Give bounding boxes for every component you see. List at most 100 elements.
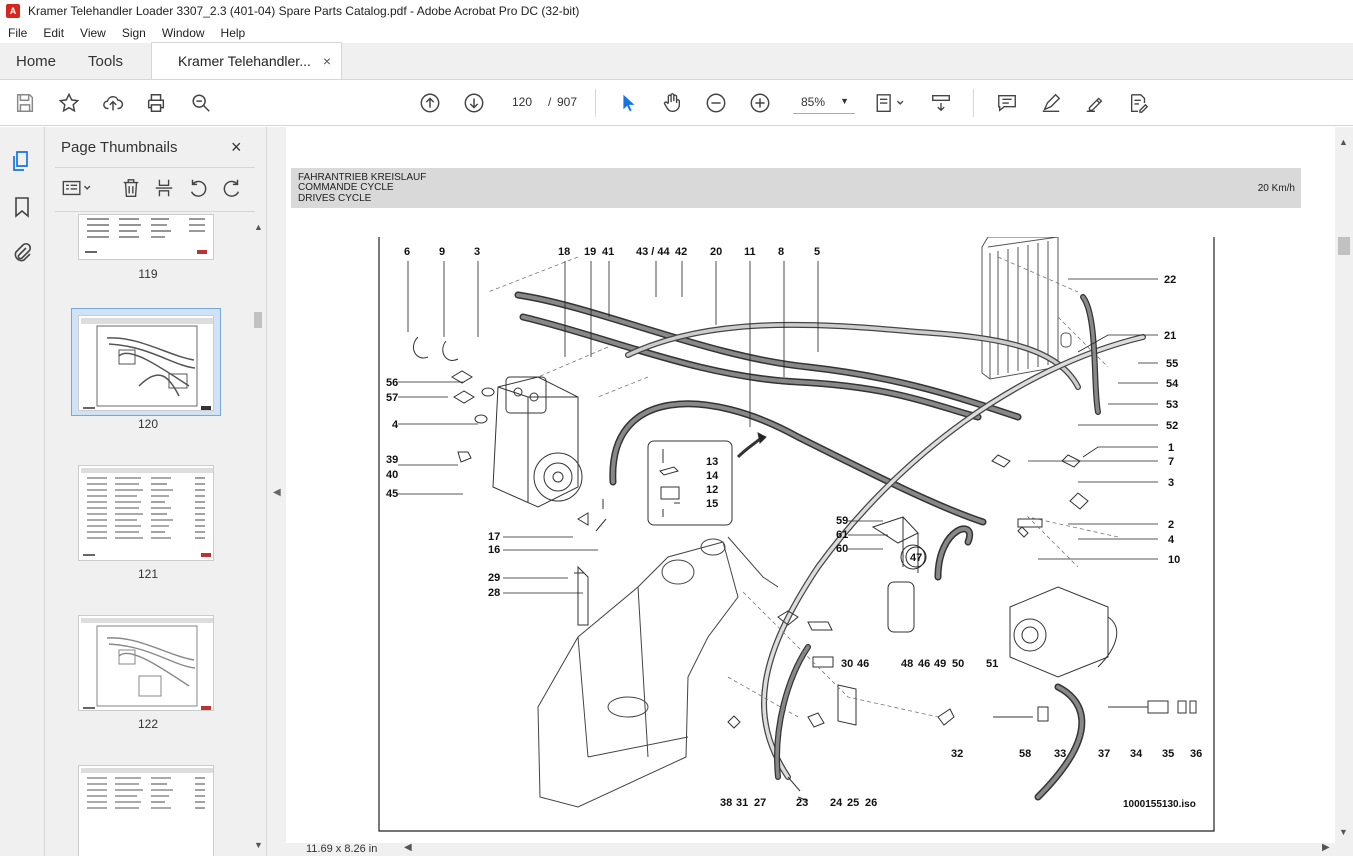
callout-label: 16 bbox=[488, 544, 500, 556]
callout-label: 61 bbox=[836, 529, 848, 541]
comment-icon[interactable] bbox=[995, 91, 1019, 115]
scroll-down-icon[interactable]: ▼ bbox=[254, 840, 263, 850]
callout-label: 11 bbox=[744, 246, 756, 258]
hand-tool-icon[interactable] bbox=[660, 91, 684, 115]
callout-label: 30 bbox=[841, 658, 853, 670]
document-scroll-thumb[interactable] bbox=[1338, 237, 1350, 255]
thumbnails-panel: Page Thumbnails × bbox=[45, 127, 266, 856]
document-view[interactable]: FAHRANTRIEB KREISLAUF COMMANDE CYCLE DRI… bbox=[286, 127, 1335, 843]
scroll-right-icon[interactable]: ▶ bbox=[1322, 842, 1330, 853]
menu-file[interactable]: File bbox=[8, 25, 28, 40]
hydraulic-tank-drawing bbox=[537, 536, 779, 808]
menu-window[interactable]: Window bbox=[161, 25, 205, 40]
main-toolbar bbox=[0, 80, 1353, 126]
thumbnail-page-120[interactable] bbox=[78, 315, 214, 411]
menu-edit[interactable]: Edit bbox=[43, 25, 65, 40]
callout-label: 34 bbox=[1130, 748, 1143, 760]
extract-pages-icon[interactable] bbox=[153, 177, 177, 201]
save-icon[interactable] bbox=[13, 91, 37, 115]
zoom-search-icon[interactable] bbox=[189, 91, 213, 115]
callout-label: 3 bbox=[1168, 477, 1174, 489]
collapse-panel-icon[interactable]: ◀ bbox=[273, 487, 281, 498]
thumbnail-page-123[interactable] bbox=[78, 765, 214, 856]
menu-help[interactable]: Help bbox=[220, 25, 246, 40]
tab-home[interactable]: Home bbox=[16, 52, 57, 70]
callout-label: 58 bbox=[1019, 748, 1031, 760]
callout-label: 53 bbox=[1166, 399, 1178, 411]
callout-label: 12 bbox=[706, 484, 718, 496]
scroll-up-icon[interactable]: ▲ bbox=[254, 222, 263, 232]
callout-label: 40 bbox=[386, 469, 398, 481]
callout-label: 33 bbox=[1054, 748, 1066, 760]
page-thumbnails-icon[interactable] bbox=[10, 149, 34, 173]
callout-leaders bbox=[398, 261, 1158, 594]
callout-label: 6 bbox=[404, 246, 410, 258]
menu-view[interactable]: View bbox=[80, 25, 106, 40]
thumbnail-options-icon[interactable] bbox=[61, 177, 97, 201]
document-scrollbar[interactable]: ▲ ▼ bbox=[1335, 127, 1353, 843]
print-icon[interactable] bbox=[144, 91, 168, 115]
thumbnail-page-122[interactable] bbox=[78, 615, 214, 711]
scroll-mode-icon[interactable] bbox=[929, 91, 953, 115]
panel-divider bbox=[55, 167, 255, 168]
tab-close-icon[interactable]: × bbox=[322, 53, 332, 69]
callout-label: 37 bbox=[1098, 748, 1110, 760]
callout-label: 43 / 44 bbox=[636, 246, 671, 258]
menu-bar: File Edit View Sign Window Help bbox=[0, 22, 1353, 43]
callout-label: 41 bbox=[602, 246, 614, 258]
panel-divider bbox=[55, 211, 255, 212]
callout-label: 46 bbox=[918, 658, 930, 670]
tab-document[interactable]: Kramer Telehandler... × bbox=[151, 42, 343, 79]
callout-label: 47 bbox=[910, 552, 922, 564]
bookmark-icon[interactable] bbox=[10, 195, 34, 219]
thumbnail-label: 121 bbox=[137, 567, 159, 581]
panel-scrollbar[interactable]: ▲ ▼ bbox=[251, 212, 265, 856]
scroll-up-icon[interactable]: ▲ bbox=[1339, 137, 1348, 147]
thumbnail-label: 119 bbox=[138, 267, 158, 281]
select-cursor-icon[interactable] bbox=[616, 91, 640, 115]
next-page-icon[interactable] bbox=[462, 91, 486, 115]
page-view-icon[interactable] bbox=[873, 91, 909, 115]
callout-label: 46 bbox=[857, 658, 869, 670]
highlight-pen-icon[interactable] bbox=[1039, 91, 1063, 115]
panel-splitter[interactable]: ◀ bbox=[266, 127, 286, 856]
callout-label: 27 bbox=[754, 797, 766, 809]
page-number-input[interactable] bbox=[500, 90, 544, 114]
tab-document-label: Kramer Telehandler... bbox=[178, 53, 311, 69]
attachment-icon[interactable] bbox=[10, 241, 34, 265]
callout-label: 8 bbox=[778, 246, 784, 258]
acrobat-logo-icon: A bbox=[6, 4, 20, 18]
zoom-select[interactable]: 85% ▼ bbox=[793, 90, 855, 114]
thumbnail-page-119[interactable] bbox=[78, 214, 214, 260]
previous-page-icon[interactable] bbox=[418, 91, 442, 115]
callout-label: 38 bbox=[720, 797, 732, 809]
upload-cloud-icon[interactable] bbox=[101, 91, 125, 115]
close-icon[interactable]: × bbox=[231, 137, 242, 157]
status-bar: 11.69 x 8.26 in ◀ ▶ bbox=[286, 842, 1353, 856]
callout-label: 35 bbox=[1162, 748, 1174, 760]
thumbnail-page-121[interactable] bbox=[78, 465, 214, 561]
scroll-down-icon[interactable]: ▼ bbox=[1339, 827, 1348, 837]
menu-sign[interactable]: Sign bbox=[121, 25, 146, 40]
callout-label: 9 bbox=[439, 246, 445, 258]
callout-label: 2 bbox=[1168, 519, 1174, 531]
callout-label: 17 bbox=[488, 531, 500, 543]
callout-label: 4 bbox=[1168, 534, 1175, 546]
callout-label: 48 bbox=[901, 658, 913, 670]
delete-page-icon[interactable] bbox=[120, 177, 144, 201]
tab-tools[interactable]: Tools bbox=[88, 52, 124, 70]
rotate-counterclockwise-icon[interactable] bbox=[187, 177, 211, 201]
header-line-en: DRIVES CYCLE bbox=[298, 193, 372, 204]
rotate-clockwise-icon[interactable] bbox=[221, 177, 245, 201]
zoom-in-icon[interactable] bbox=[748, 91, 772, 115]
bookmark-star-icon[interactable] bbox=[57, 91, 81, 115]
callout-label: 7 bbox=[1168, 456, 1174, 468]
fill-sign-icon[interactable] bbox=[1127, 91, 1151, 115]
draw-sign-icon[interactable] bbox=[1083, 91, 1107, 115]
callout-label: 52 bbox=[1166, 420, 1178, 432]
callout-label: 22 bbox=[1164, 274, 1176, 286]
scroll-left-icon[interactable]: ◀ bbox=[404, 842, 412, 853]
zoom-out-icon[interactable] bbox=[704, 91, 728, 115]
panel-scroll-thumb[interactable] bbox=[254, 312, 262, 328]
callout-label: 51 bbox=[986, 658, 998, 670]
